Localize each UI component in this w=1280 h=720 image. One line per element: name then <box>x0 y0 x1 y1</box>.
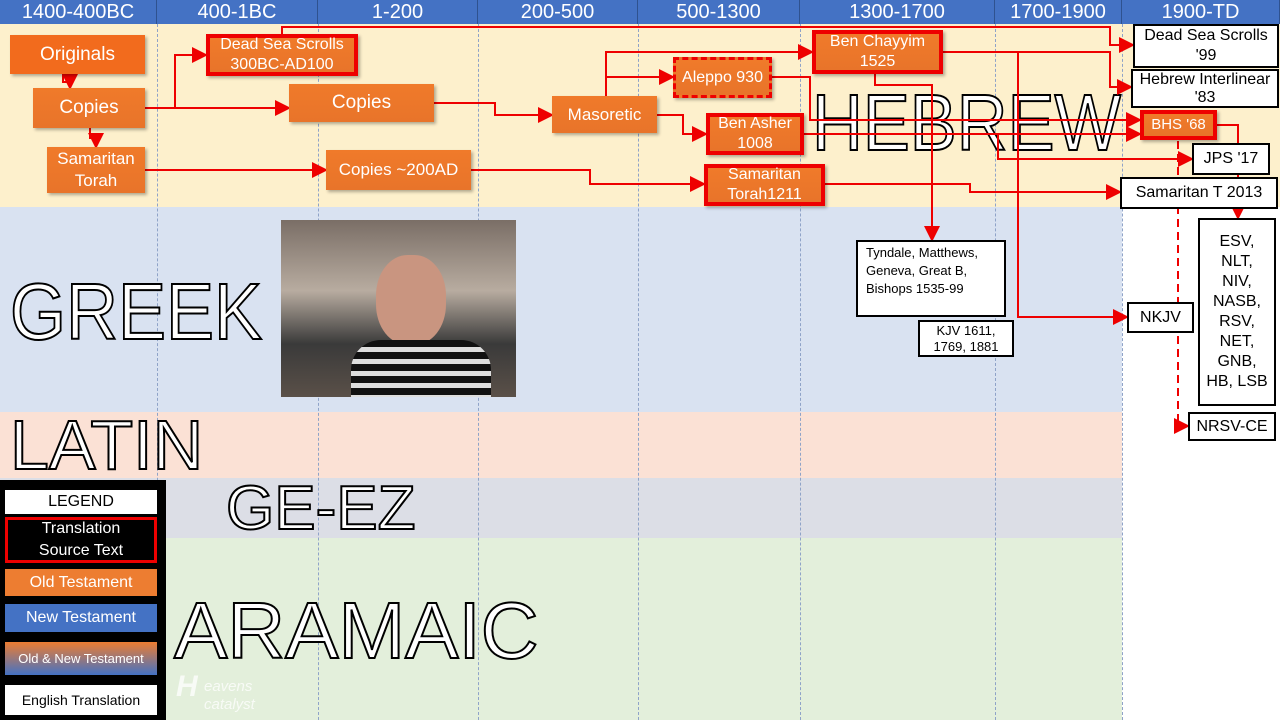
geez-band <box>0 478 1122 538</box>
period-header: 200-500 <box>478 0 638 24</box>
kjv-box: KJV 1611, 1769, 1881 <box>918 320 1014 357</box>
nkjv-box: NKJV <box>1127 302 1194 333</box>
presenter-webcam <box>281 220 516 397</box>
period-header: 400-1BC <box>157 0 318 24</box>
legend-new-testament: New Testament <box>5 604 157 632</box>
bhs-box: BHS '68 <box>1140 110 1217 140</box>
latin-label: LATIN <box>9 406 204 484</box>
samaritan-torah-box: Samaritan Torah <box>47 147 145 193</box>
jps-box: JPS '17 <box>1192 143 1270 175</box>
masoretic-box: Masoretic <box>552 96 657 133</box>
copies-box: Copies <box>289 84 434 122</box>
legend-english-translation: English Translation <box>5 685 157 715</box>
samaritan-torah-1211-box: Samaritan Torah1211 <box>704 164 825 206</box>
tyndale-box: Tyndale, Matthews, Geneva, Great B, Bish… <box>856 240 1006 317</box>
aramaic-band <box>0 538 1122 720</box>
period-header: 1400-400BC <box>0 0 157 24</box>
dss-99-box: Dead Sea Scrolls '99 <box>1133 24 1279 68</box>
period-header: 1300-1700 <box>800 0 995 24</box>
period-header: 500-1300 <box>638 0 800 24</box>
originals-box: Originals <box>10 35 145 74</box>
ben-chayyim-box: Ben Chayyim 1525 <box>812 30 943 74</box>
period-header: 1900-TD <box>1122 0 1280 24</box>
copies-box: Copies <box>33 88 145 128</box>
period-header: 1-200 <box>318 0 478 24</box>
legend-source-text: Translation Source Text <box>5 517 157 563</box>
aramaic-label: ARAMAIC <box>173 586 539 675</box>
aleppo-box: Aleppo 930 <box>673 57 772 98</box>
legend-old-new-testament: Old & New Testament <box>5 642 157 675</box>
dead-sea-scrolls-box: Dead Sea Scrolls 300BC-AD100 <box>206 34 358 76</box>
period-header: 1700-1900 <box>995 0 1122 24</box>
modern-translations-box: ESV, NLT, NIV, NASB, RSV, NET, GNB, HB, … <box>1198 218 1276 406</box>
samaritan-2013-box: Samaritan T 2013 <box>1120 177 1278 209</box>
geez-label: GE-EZ <box>225 474 416 543</box>
latin-band <box>0 412 1122 478</box>
ben-asher-box: Ben Asher 1008 <box>706 113 804 155</box>
legend-title: LEGEND <box>5 490 157 514</box>
legend-old-testament: Old Testament <box>5 569 157 596</box>
copies-200ad-box: Copies ~200AD <box>326 150 471 190</box>
legend-panel: LEGEND Translation Source Text Old Testa… <box>0 480 166 720</box>
greek-label: GREEK <box>9 267 263 356</box>
hebrew-interlinear-box: Hebrew Interlinear '83 <box>1131 69 1279 108</box>
hebrew-label: HEBREW <box>811 78 1122 167</box>
nrsv-ce-box: NRSV-CE <box>1188 412 1276 441</box>
